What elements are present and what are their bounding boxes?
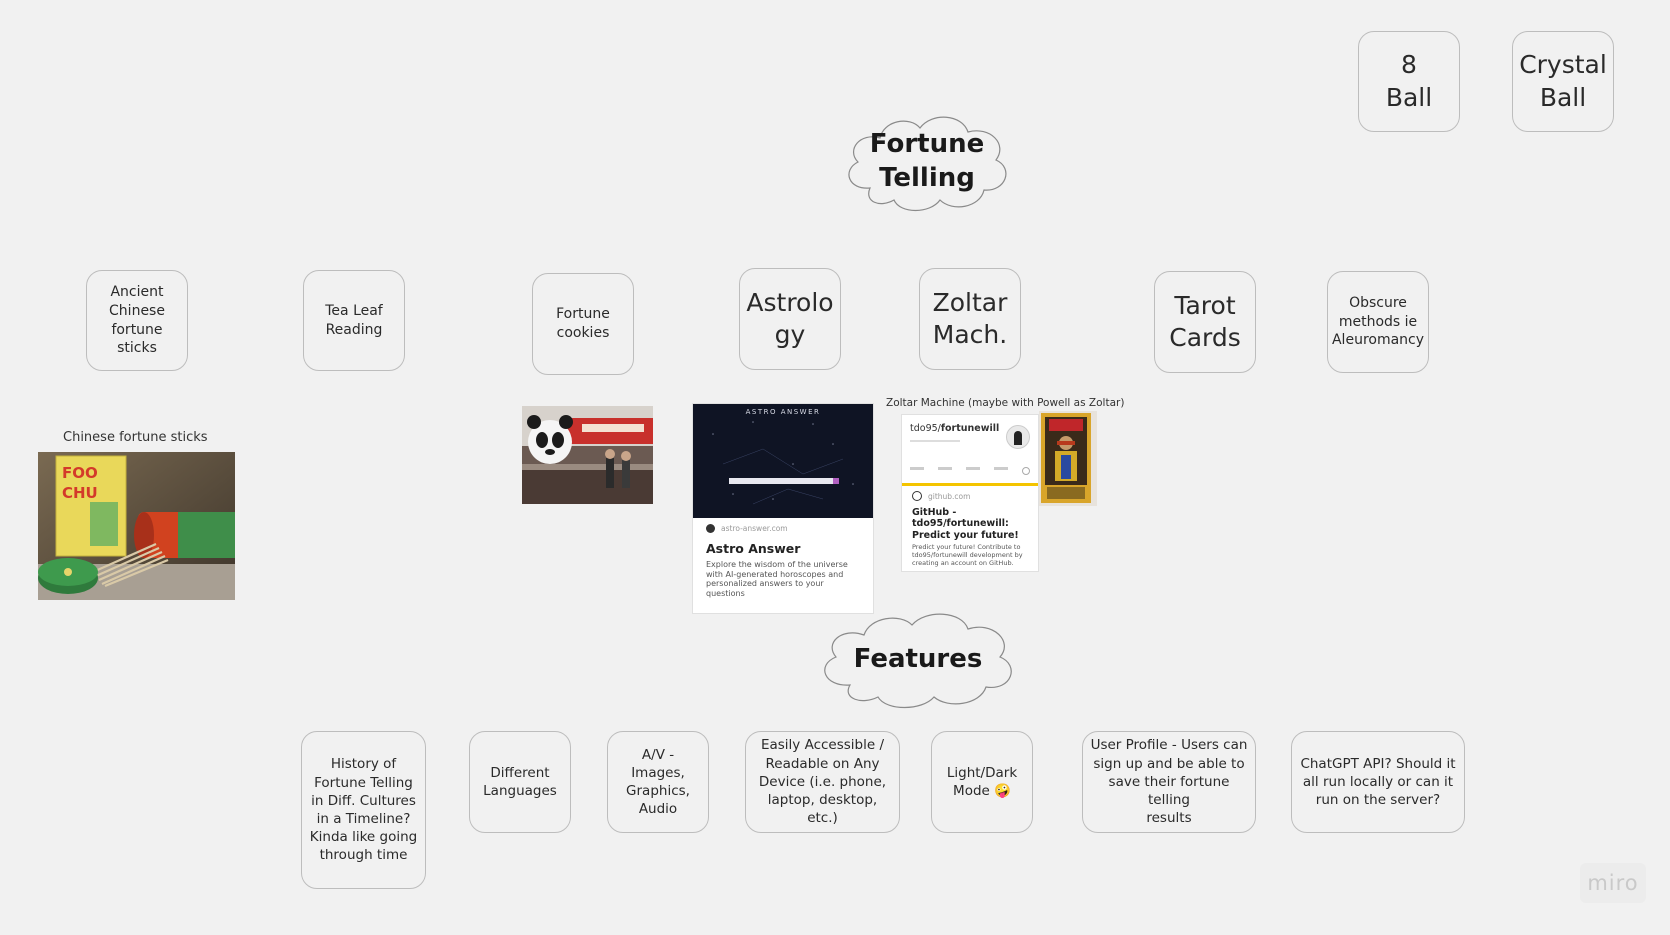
sticky-zoltar-machine[interactable]: Zoltar Mach.: [919, 268, 1021, 370]
github-link-card[interactable]: tdo95/fortunewill github.com GitHub - td…: [901, 414, 1039, 572]
github-repo-owner: tdo95/: [910, 423, 941, 434]
astro-answer-header: ASTRO ANSWER: [745, 408, 821, 416]
zoltar-machine-photo: [1039, 411, 1097, 506]
sticky-theme-text: Light/Dark Mode 🤪: [946, 764, 1018, 799]
sticky-easily-accessible[interactable]: Easily Accessible / Readable on Any Devi…: [745, 731, 900, 833]
sticky-zoltar-text: Zoltar Mach.: [932, 287, 1008, 350]
github-accent-bar: [902, 483, 1038, 486]
sticky-8-ball[interactable]: 8 Ball: [1358, 31, 1460, 132]
sticky-crystal-ball[interactable]: Crystal Ball: [1512, 31, 1614, 132]
sticky-obscure-methods[interactable]: Obscure methods ie Aleuromancy: [1327, 271, 1429, 373]
sticky-profile-text: User Profile - Users can sign up and be …: [1090, 737, 1248, 827]
astro-answer-title: Astro Answer: [706, 541, 801, 556]
chinese-fortune-sticks-image[interactable]: FOO CHU: [38, 452, 235, 600]
sticky-ancient-chinese-text: Ancient Chinese fortune sticks: [109, 283, 165, 357]
sticky-tea-leaf-reading[interactable]: Tea Leaf Reading: [303, 270, 405, 371]
sticky-crystal-ball-text: Crystal Ball: [1519, 50, 1607, 112]
github-repo-preview: tdo95/fortunewill: [902, 415, 1038, 483]
fortune-sticks-photo: FOO CHU: [38, 452, 235, 600]
github-repo-name: fortunewill: [940, 423, 1000, 434]
sticky-chatgpt-api[interactable]: ChatGPT API? Should it all run locally o…: [1291, 731, 1465, 833]
sticky-different-languages[interactable]: Different Languages: [469, 731, 571, 833]
github-repo-heading: tdo95/fortunewill: [910, 423, 1030, 434]
svg-text:FOO: FOO: [62, 464, 98, 482]
astro-answer-description: Explore the wisdom of the universe with …: [706, 560, 848, 598]
caption-zoltar-machine: Zoltar Machine (maybe with Powell as Zol…: [886, 397, 1125, 409]
astro-answer-preview: ASTRO ANSWER: [693, 404, 873, 518]
site-favicon-icon: [706, 524, 715, 533]
cloud-shape: [848, 116, 1007, 212]
sticky-fortune-cookies[interactable]: Fortune cookies: [532, 273, 634, 375]
svg-text:CHU: CHU: [62, 484, 98, 502]
sticky-fortune-cookies-text: Fortune cookies: [556, 306, 610, 341]
features-title: Features: [853, 644, 983, 674]
astro-answer-link-card[interactable]: ASTRO ANSWER astro-answer.com Astro Answ…: [692, 403, 874, 614]
sticky-ancient-chinese-fortune-sticks[interactable]: Ancient Chinese fortune sticks: [86, 270, 188, 371]
sticky-av-text: A/V - Images, Graphics, Audio: [626, 746, 690, 818]
github-title: GitHub - tdo95/fortunewill: Predict your…: [912, 507, 1019, 541]
features-cloud[interactable]: Features: [816, 607, 1020, 711]
miro-logo: miro: [1580, 863, 1646, 903]
sticky-chatgpt-text: ChatGPT API? Should it all run locally o…: [1300, 755, 1456, 809]
sticky-tarot-text: Tarot Cards: [1169, 290, 1241, 353]
sticky-obscure-text: Obscure methods ie Aleuromancy: [1331, 294, 1425, 349]
panda-restaurant-image[interactable]: [522, 406, 653, 504]
sticky-light-dark-mode[interactable]: Light/Dark Mode 🤪: [931, 731, 1033, 833]
sticky-tarot-cards[interactable]: Tarot Cards: [1154, 271, 1256, 373]
caption-chinese-fortune-sticks: Chinese fortune sticks: [63, 430, 208, 445]
sticky-history-text: History of Fortune Telling in Diff. Cult…: [309, 756, 418, 864]
sticky-languages-text: Different Languages: [483, 764, 557, 799]
panda-restaurant-photo: [522, 406, 653, 504]
sticky-user-profile[interactable]: User Profile - Users can sign up and be …: [1082, 731, 1256, 833]
astro-answer-source: astro-answer.com: [706, 524, 860, 533]
github-domain: github.com: [928, 491, 971, 501]
github-description: Predict your future! Contribute to tdo95…: [912, 543, 1023, 567]
sticky-tea-leaf-text: Tea Leaf Reading: [325, 302, 383, 338]
cloud-shape: [824, 613, 1012, 708]
starfield-graphic: [712, 421, 854, 505]
zoltar-machine-image[interactable]: [1039, 411, 1097, 506]
github-octocat-icon: [912, 491, 922, 501]
github-avatar: [1006, 425, 1030, 449]
repo-desc-line: [910, 440, 960, 442]
sticky-astrology[interactable]: Astrolo gy: [739, 268, 841, 370]
sticky-accessible-text: Easily Accessible / Readable on Any Devi…: [758, 737, 887, 827]
sticky-history-timeline[interactable]: History of Fortune Telling in Diff. Cult…: [301, 731, 426, 889]
sticky-8-ball-text: 8 Ball: [1385, 50, 1433, 112]
github-source: github.com: [912, 491, 1028, 501]
sticky-astrology-text: Astrolo gy: [746, 287, 834, 350]
fortune-telling-cloud[interactable]: Fortune Telling: [840, 110, 1014, 214]
astro-answer-domain: astro-answer.com: [721, 524, 788, 533]
sticky-av-media[interactable]: A/V - Images, Graphics, Audio: [607, 731, 709, 833]
repo-stats-row: [910, 467, 1030, 475]
fortune-telling-title: Fortune Telling: [869, 129, 985, 193]
